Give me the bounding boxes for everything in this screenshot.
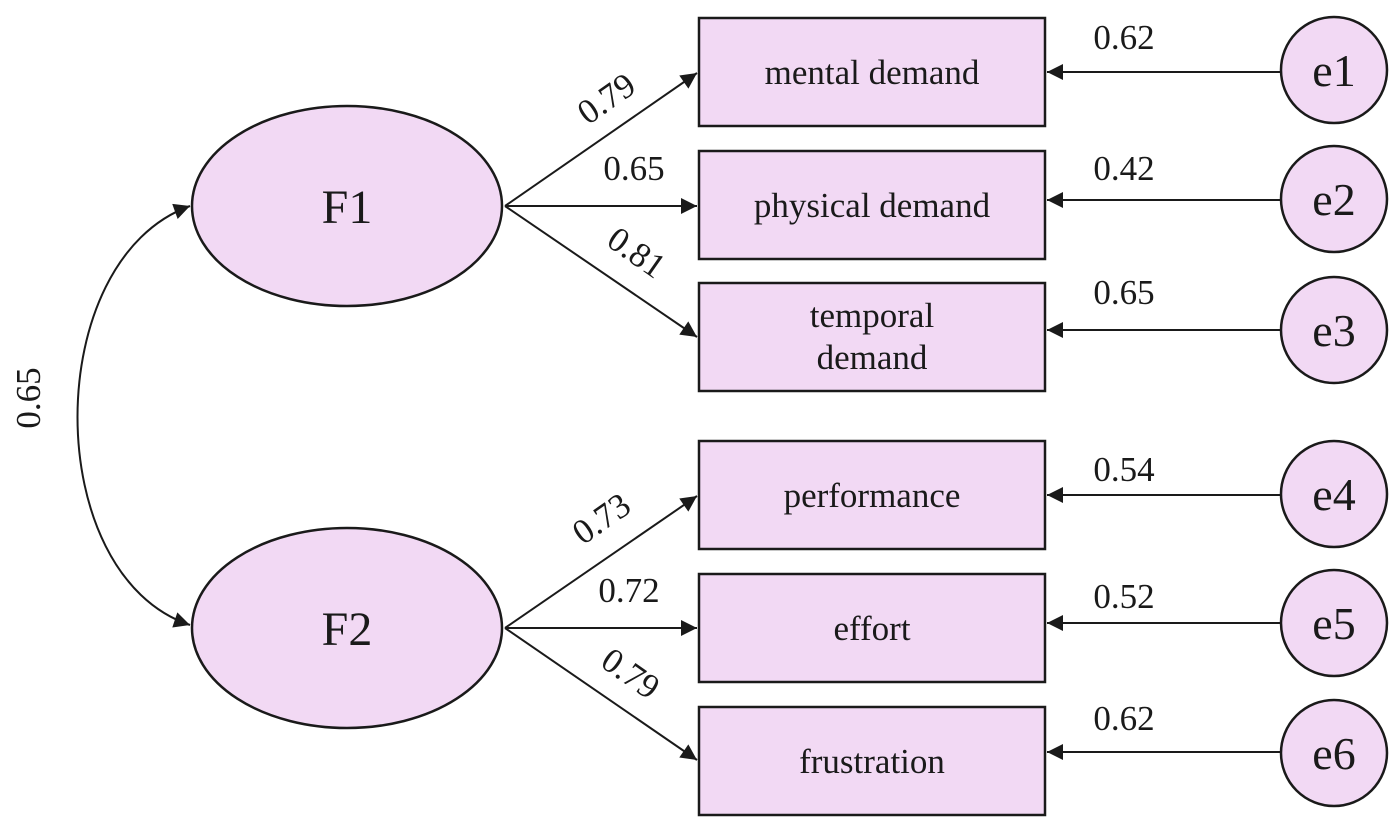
error-value-e6: 0.62 [1093,699,1154,738]
error-label: e4 [1312,469,1355,520]
factor-f2: F2 [190,526,504,730]
correlation-arc [76,203,191,628]
correlation-label: 0.65 [9,367,48,428]
loading-path-performance [504,495,698,629]
error-label: e6 [1312,728,1355,779]
error-label: e5 [1312,598,1355,649]
factor-label: F1 [322,181,373,234]
error-value-e3: 0.65 [1093,273,1154,312]
loading-path-temporal [504,205,698,338]
indicator-mental-demand: mental demand [697,16,1047,128]
error-value-e4: 0.54 [1093,450,1154,489]
loading-label-physical: 0.65 [603,149,664,188]
indicator-effort: effort [697,572,1047,684]
indicator-temporal-demand: temporal demand [697,281,1047,393]
error-node-e1: e1 [1279,15,1389,125]
indicator-performance: performance [697,439,1047,551]
error-node-e6: e6 [1279,698,1389,808]
indicator-label: physical demand [754,186,991,225]
loading-label-effort: 0.72 [598,571,659,610]
indicator-label: performance [784,476,961,515]
indicator-label: mental demand [765,53,980,92]
error-value-e1: 0.62 [1093,18,1154,57]
error-label: e3 [1312,305,1355,356]
error-value-e2: 0.42 [1093,149,1154,188]
indicator-label-line-2: demand [817,338,928,377]
error-label: e1 [1312,45,1355,96]
indicator-label-line-1: temporal [810,296,935,335]
error-node-e5: e5 [1279,568,1389,678]
indicator-label: frustration [799,742,945,781]
error-node-e4: e4 [1279,439,1389,549]
factor-f1: F1 [190,104,504,308]
error-value-e5: 0.52 [1093,577,1154,616]
error-node-e2: e2 [1279,144,1389,254]
loading-label-temporal: 0.81 [600,219,673,286]
indicator-label: effort [833,609,910,648]
loading-label-performance: 0.73 [565,485,638,552]
error-node-e3: e3 [1279,275,1389,385]
factor-label: F2 [322,603,373,656]
indicator-physical-demand: physical demand [697,149,1047,261]
loading-path-frustration [504,627,698,761]
loading-path-mental [504,72,698,207]
error-label: e2 [1312,174,1355,225]
indicator-frustration: frustration [697,705,1047,817]
loading-label-mental: 0.79 [570,65,643,132]
